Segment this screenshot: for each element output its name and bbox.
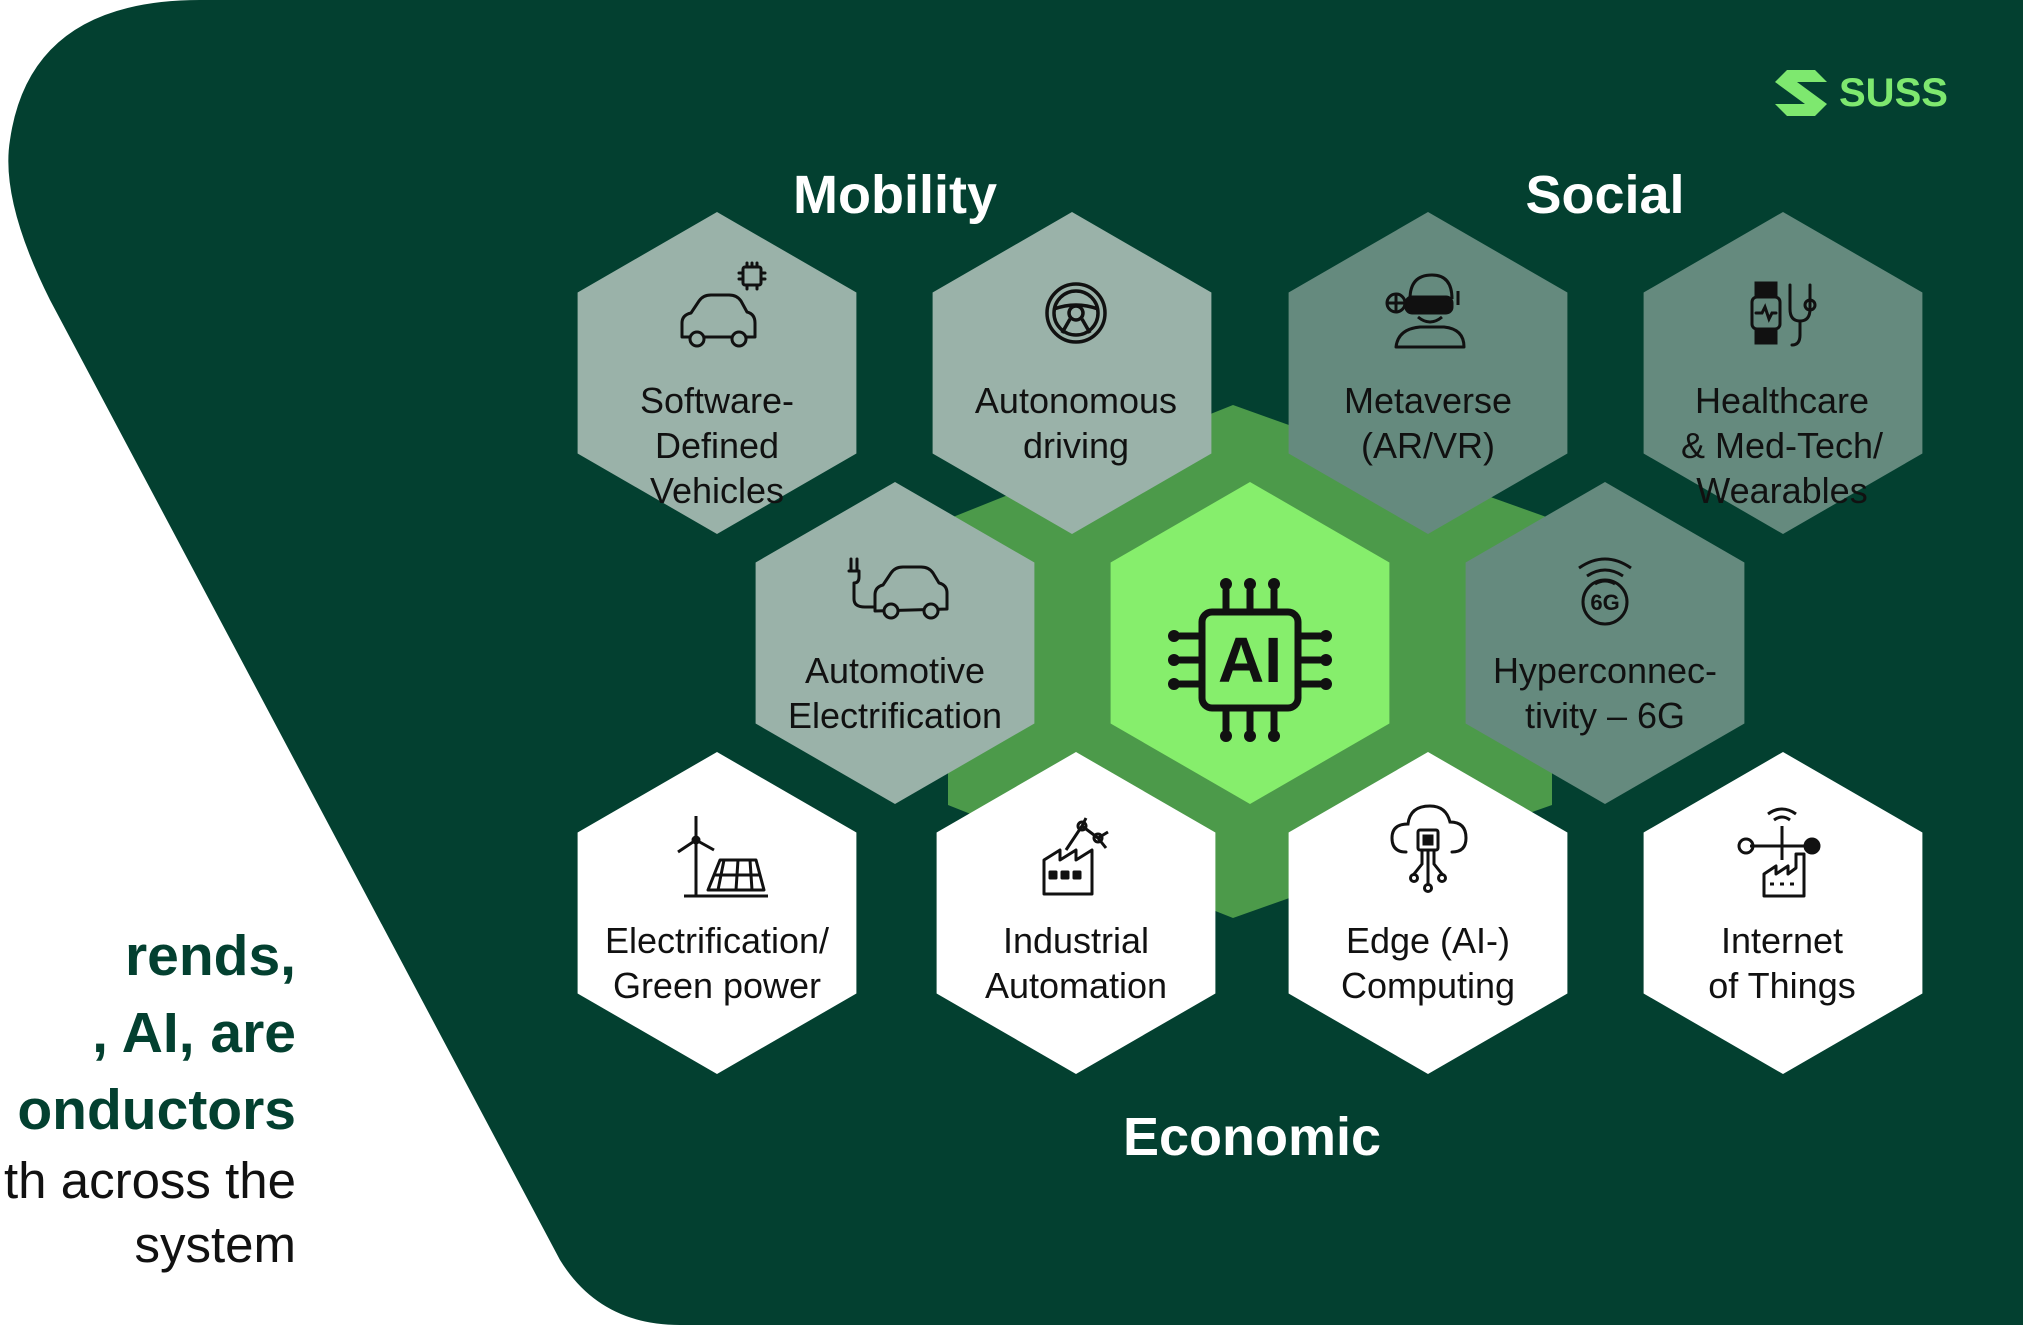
suss-logo-icon [1775, 70, 1827, 116]
hex-label-line: Vehicles [649, 470, 785, 511]
left-text-block: rends, , AI, are onductors th across the… [4, 918, 296, 1277]
hex-label-line: Autonomous [974, 380, 1178, 421]
hex-green-power [577, 752, 857, 1074]
hex-label-line: Healthcare [1694, 380, 1870, 421]
hex-sdv [577, 212, 857, 534]
hex-label-line: Internet [1720, 920, 1844, 961]
hex-edge [1288, 752, 1568, 1074]
hex-label-line: Automotive [804, 650, 986, 691]
cloud-chip-icon [1390, 804, 1468, 893]
hex-label-line: Green power [612, 965, 822, 1006]
hex-label-line: tivity – 6G [1524, 695, 1686, 736]
hex-label-sdv: Software- Defined Vehicles [567, 378, 867, 513]
wind-solar-icon [677, 816, 768, 898]
hex-label-line: Defined [654, 425, 780, 466]
svg-text:6G: 6G [1590, 590, 1619, 615]
hex-label-metaverse: Metaverse (AR/VR) [1278, 378, 1578, 468]
steering-wheel-icon [1045, 282, 1107, 344]
hex-label-industrial: Industrial Automation [926, 918, 1226, 1008]
hex-label-line: Edge (AI-) [1345, 920, 1511, 961]
hex-label-healthcare: Healthcare & Med-Tech/ Wearables [1632, 378, 1932, 513]
hex-label-line: Electrification [787, 695, 1003, 736]
hex-label-line: (AR/VR) [1361, 425, 1495, 466]
heading-mobility: Mobility [793, 165, 997, 225]
6g-signal-icon: 6G [1578, 557, 1632, 626]
ai-chip-icon: AI [1168, 578, 1332, 742]
hex-label-line: Electrification/ [604, 920, 830, 961]
ai-label: AI [1218, 624, 1282, 696]
hex-auto-elec [755, 482, 1035, 804]
hex-label-auto-elec: Automotive Electrification [745, 648, 1045, 738]
hex-metaverse [1288, 212, 1568, 534]
left-regular-line-1: th across the [4, 1152, 296, 1209]
hex-label-line: of Things [1708, 965, 1856, 1006]
hex-healthcare [1643, 212, 1923, 534]
left-regular-line-2: system [134, 1216, 296, 1273]
hex-label-iot: Internet of Things [1632, 918, 1932, 1008]
heading-economic: Economic [1122, 1107, 1382, 1167]
hex-label-line: Software- [639, 380, 795, 421]
vr-headset-person-icon [1385, 273, 1466, 349]
electric-car-icon [847, 557, 949, 620]
hex-label-line: Wearables [1696, 470, 1868, 511]
hex-autonomous [932, 212, 1212, 534]
hex-label-green-power: Electrification/ Green power [567, 918, 867, 1008]
heading-social: Social [1525, 165, 1685, 225]
hex-label-line: Computing [1340, 965, 1516, 1006]
left-bold-line-1: rends, [124, 924, 296, 988]
suss-logo: SUSS [1775, 68, 1948, 118]
hex-label-line: Metaverse [1343, 380, 1513, 421]
robot-arm-factory-icon [1042, 817, 1109, 896]
hex-label-line: Automation [984, 965, 1168, 1006]
hex-ai [1110, 482, 1390, 804]
hex-label-line: driving [1022, 425, 1130, 466]
hex-hyperconn [1465, 482, 1745, 804]
hex-iot [1643, 752, 1923, 1074]
hex-label-line: Industrial [1002, 920, 1150, 961]
hex-label-autonomous: Autonomous driving [926, 378, 1226, 468]
left-bold-line-2: , AI, are [92, 1001, 296, 1065]
hex-label-line: Hyperconnec- [1492, 650, 1718, 691]
hex-industrial [936, 752, 1216, 1074]
logo-text: SUSS [1839, 71, 1948, 115]
left-bold-line-3: onductors [17, 1078, 296, 1142]
hex-label-line: & Med-Tech/ [1680, 425, 1884, 466]
smartwatch-stethoscope-icon [1750, 281, 1817, 347]
car-chip-icon [680, 261, 767, 348]
hex-label-hyperconn: Hyperconnec- tivity – 6G [1455, 648, 1755, 738]
hex-label-edge: Edge (AI-) Computing [1278, 918, 1578, 1008]
iot-factory-icon [1737, 807, 1821, 898]
